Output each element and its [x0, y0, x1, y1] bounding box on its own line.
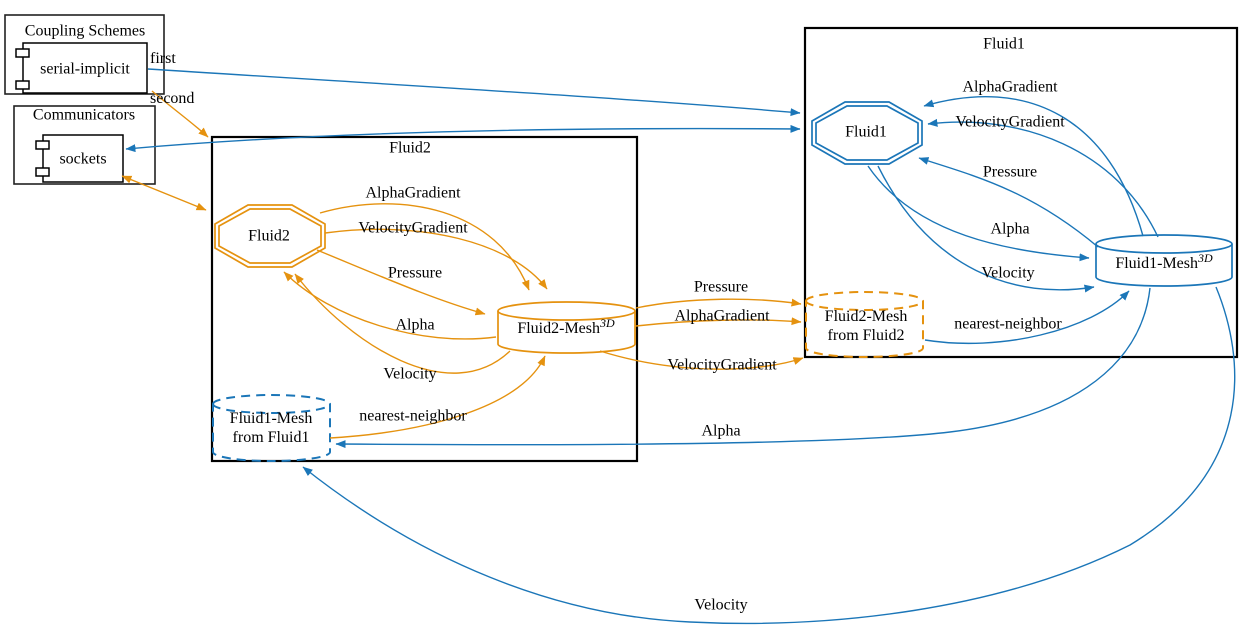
- edge-label-f2-mapping: nearest-neighbor: [359, 407, 467, 425]
- edge-label-f1-mapping: nearest-neighbor: [954, 315, 1062, 333]
- fluid1-received-mesh-label: Fluid1-Mesh from Fluid1: [229, 410, 313, 446]
- edge-fluid2-mapping-nearest-neighbor: [329, 355, 546, 439]
- edge-label-f2-pressure: Pressure: [387, 264, 443, 282]
- edge-exchange-alpha-to-fluid2: [335, 287, 1151, 449]
- edge-label-exchange-alpha: Alpha: [701, 422, 741, 440]
- edge-label-first: first: [150, 50, 176, 67]
- component-tab-icon: [35, 140, 50, 150]
- fluid1-participant-octagon: [811, 101, 923, 165]
- fluid1-octagon-label: Fluid1: [845, 123, 887, 141]
- edge-fluid1-read-pressure: [918, 157, 1099, 248]
- fluid2-mesh-from-fluid2-cylinder: [805, 291, 924, 358]
- fluid2-mesh-dims: 3D: [600, 316, 615, 330]
- fluid2-received-mesh-label: Fluid2-Mesh from Fluid2: [824, 308, 908, 344]
- edge-label-f1-pressure: Pressure: [982, 163, 1038, 181]
- fluid2-box-title: Fluid2: [389, 139, 431, 157]
- edge-label-f1-alphagradient: AlphaGradient: [962, 78, 1058, 96]
- fluid2-octagon-label: Fluid2: [248, 227, 290, 245]
- fluid1-box-title: Fluid1: [983, 35, 1025, 53]
- edge-label-second: second: [150, 90, 195, 107]
- edge-label-exchange-velocitygradient: VelocityGradient: [667, 356, 777, 374]
- serial-implicit-component: [15, 42, 148, 94]
- edge-fluid1-write-velocity: [877, 165, 1095, 293]
- edge-coupling-first-to-fluid1: [147, 68, 801, 117]
- fluid2-participant-octagon: [214, 204, 326, 268]
- coupling-schemes-group-box: [4, 14, 165, 95]
- fluid1-participant-box: [803, 26, 1239, 359]
- edge-exchange-alphagradient-to-fluid1: [635, 317, 802, 327]
- edge-label-f1-alpha: Alpha: [990, 220, 1030, 238]
- edge-fluid2-read-velocity: [294, 273, 511, 374]
- fluid2-mesh-label: Fluid2-Mesh3D: [517, 316, 615, 337]
- edge-label-exchange-pressure: Pressure: [693, 278, 749, 296]
- edge-fluid1-read-velocitygradient: [927, 118, 1159, 238]
- edge-label-f1-velocitygradient: VelocityGradient: [955, 113, 1065, 131]
- edge-label-f2-alpha: Alpha: [395, 316, 435, 334]
- fluid2-mesh-cylinder: [497, 301, 636, 354]
- fluid1-mesh-dims: 3D: [1198, 251, 1213, 265]
- edge-label-f1-velocity: Velocity: [981, 264, 1035, 282]
- edge-exchange-velocity-to-fluid2: [302, 286, 1236, 625]
- edge-fluid2-sockets-communication: [121, 175, 207, 211]
- edge-label-f2-velocitygradient: VelocityGradient: [358, 219, 468, 237]
- fluid1-mesh-label: Fluid1-Mesh3D: [1115, 251, 1213, 272]
- edge-coupling-second-to-fluid2: [151, 90, 209, 138]
- edge-fluid1-sockets-communication: [125, 124, 801, 153]
- edge-label-f2-alphagradient: AlphaGradient: [365, 184, 461, 202]
- component-tab-icon: [15, 48, 30, 58]
- communicators-title: Communicators: [32, 106, 136, 124]
- serial-implicit-label: serial-implicit: [40, 60, 130, 78]
- edge-fluid2-read-alpha: [283, 271, 497, 340]
- sockets-label: sockets: [59, 150, 107, 168]
- edge-fluid1-mapping-nearest-neighbor: [924, 290, 1130, 345]
- edge-label-exchange-velocity: Velocity: [694, 596, 748, 614]
- edge-fluid1-write-alpha: [867, 165, 1090, 262]
- fluid1-mesh-cylinder: [1095, 234, 1233, 287]
- edge-exchange-velocitygradient-to-fluid1: [599, 350, 804, 370]
- edge-fluid2-write-velocitygradient: [324, 228, 548, 290]
- edge-label-exchange-alphagradient: AlphaGradient: [674, 307, 770, 325]
- edge-fluid2-write-alphagradient: [319, 203, 530, 291]
- component-tab-icon: [15, 80, 30, 90]
- coupling-schemes-title: Coupling Schemes: [24, 22, 146, 40]
- sockets-component: [35, 134, 124, 183]
- edge-fluid2-write-pressure: [316, 249, 486, 316]
- fluid1-mesh-from-fluid1-cylinder: [212, 394, 331, 462]
- component-tab-icon: [35, 167, 50, 177]
- edge-exchange-pressure-to-fluid1: [635, 298, 802, 309]
- edge-label-f2-velocity: Velocity: [383, 365, 437, 383]
- edge-fluid1-read-alphagradient: [923, 96, 1144, 237]
